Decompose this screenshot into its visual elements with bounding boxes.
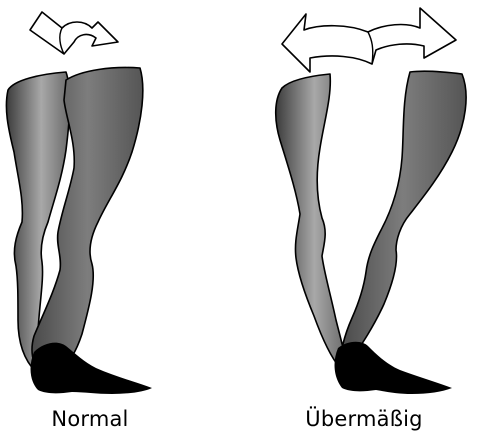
excessive-figure <box>276 8 466 394</box>
normal-shoe <box>31 343 152 394</box>
caption-excessive: Übermäßig <box>264 407 464 431</box>
double-headed-arrow-icon <box>282 8 456 72</box>
excessive-left-leg <box>276 74 346 368</box>
curved-rotation-arrow-icon <box>30 12 118 54</box>
excessive-shoe <box>335 342 452 394</box>
excessive-right-leg <box>340 71 466 368</box>
caption-normal: Normal <box>0 407 190 431</box>
normal-figure <box>6 12 152 394</box>
